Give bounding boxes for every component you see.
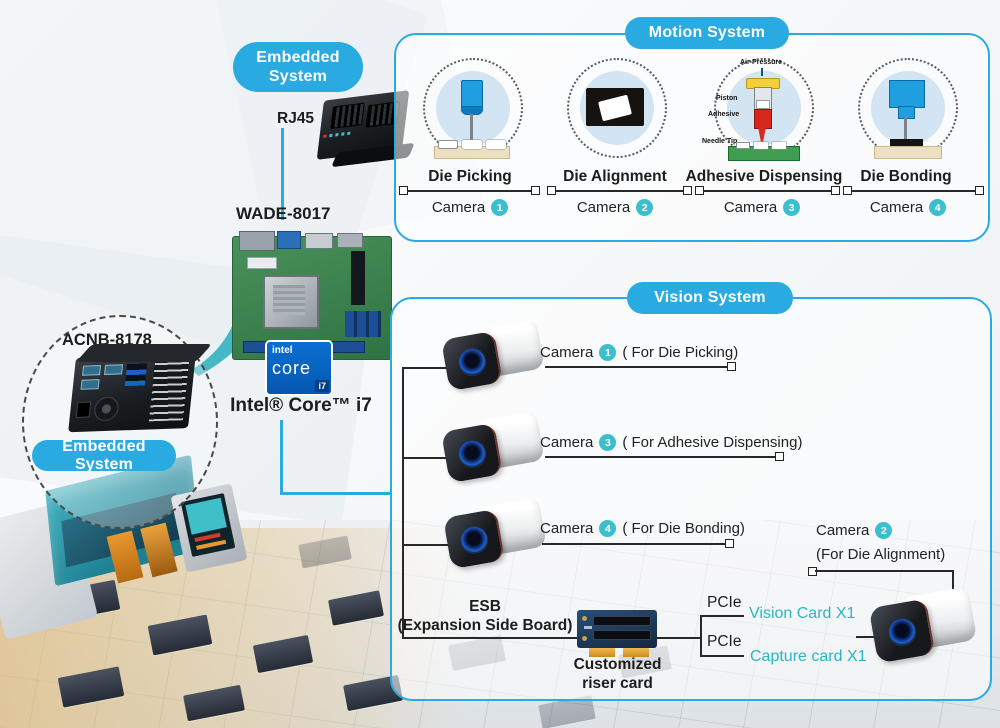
connector-cpu-vert xyxy=(280,420,283,494)
vision-camera-1 xyxy=(440,318,545,394)
camera4-line xyxy=(542,543,728,545)
vent-panel xyxy=(148,359,190,422)
fan xyxy=(93,396,120,422)
camera-number-badge: 2 xyxy=(875,522,893,539)
camera-number-badge: 4 xyxy=(929,199,947,216)
station-name: Adhesive Dispensing xyxy=(685,168,843,185)
camera1-line xyxy=(545,366,730,368)
bus-stub-cam1 xyxy=(402,367,450,369)
bus-stub-cam3 xyxy=(402,457,450,459)
camera1-label-row: Camera 1 ( For Die Picking) xyxy=(540,344,739,361)
esb-label-line1: ESB xyxy=(469,598,501,615)
station-name: Die Bonding xyxy=(860,168,952,185)
pcie-bottom-line xyxy=(700,655,744,657)
camera2-desc: (For Die Alignment) xyxy=(816,546,946,563)
station-line xyxy=(847,190,978,192)
pcie-bracket xyxy=(700,615,702,657)
camera-number-badge: 4 xyxy=(599,520,617,537)
db9-port xyxy=(82,365,102,376)
station-name: Die Picking xyxy=(428,168,512,185)
camera-lens xyxy=(885,615,919,649)
camera2-connect-line xyxy=(856,636,880,638)
esb-label-line2: (Expansion Side Board) xyxy=(397,617,573,634)
camera-number-badge: 3 xyxy=(783,199,801,216)
cpu-label: Intel® Core™ i7 xyxy=(230,395,372,416)
station-line xyxy=(699,190,834,192)
board-vga-port xyxy=(277,231,301,249)
db9-port xyxy=(104,364,124,375)
badge-core-text: core xyxy=(272,358,312,378)
board-port xyxy=(337,233,363,248)
vision-camera-4 xyxy=(442,496,547,572)
camera4-label-row: Camera 4 ( For Die Bonding) xyxy=(540,520,745,537)
camera3-label-row: Camera 3 ( For Adhesive Dispensing) xyxy=(540,434,803,451)
station-camera: Camera 3 xyxy=(692,199,832,216)
wade-8017-board xyxy=(232,231,392,360)
wade-board-label: WADE-8017 xyxy=(236,204,331,223)
vision-system-title-pill: Vision System xyxy=(627,282,793,314)
station-name: Die Alignment xyxy=(563,168,667,185)
board-sata xyxy=(345,311,381,337)
embedded-system-pill-bottom: Embedded System xyxy=(32,438,176,473)
capture-card-label: Capture card X1 xyxy=(750,648,867,665)
camera2-label-row: Camera 2 xyxy=(816,522,893,539)
pcie-bottom-label: PCIe xyxy=(707,633,742,650)
piston-label: Piston xyxy=(716,95,738,102)
board-com-port xyxy=(305,233,333,249)
camera-lens xyxy=(455,437,489,471)
usb-ports xyxy=(124,363,148,387)
camera-number-badge: 3 xyxy=(599,434,617,451)
pill-line2: System xyxy=(268,68,328,85)
device-leds xyxy=(323,134,327,138)
bus-stub-cam4 xyxy=(402,544,450,546)
air-pressure-label: Air-Pressure xyxy=(740,59,783,66)
vision-camera-2 xyxy=(868,586,978,668)
intel-core-i7-badge: intel core i7 xyxy=(267,342,331,394)
badge-i7-text: i7 xyxy=(315,380,329,392)
vision-card-label: Vision Card X1 xyxy=(749,605,856,622)
riser-label-line2: riser card xyxy=(582,675,653,692)
vision-camera-3 xyxy=(440,410,545,486)
camera-number-badge: 1 xyxy=(491,199,509,216)
vision-system-title: Vision System xyxy=(654,289,766,306)
station-camera: Camera 1 xyxy=(400,199,540,216)
board-lan-ports xyxy=(239,231,275,251)
camera2-line-v xyxy=(952,570,954,596)
pill-line1: Embedded xyxy=(256,48,340,66)
power-inlet xyxy=(75,401,92,418)
station-camera: Camera 2 xyxy=(545,199,685,216)
camera2-line-h xyxy=(815,570,954,572)
adhesive-label: Adhesive xyxy=(708,111,740,118)
camera-bus-line xyxy=(402,367,404,639)
embedded-system-pill-top: Embedded System xyxy=(233,42,363,92)
db9-port xyxy=(80,379,100,390)
camera-lens xyxy=(455,345,489,379)
riser-out-line xyxy=(657,637,702,639)
pcie-top-label: PCIe xyxy=(707,594,742,611)
camera3-line xyxy=(545,456,778,458)
camera-lens xyxy=(457,523,491,557)
cpu-socket xyxy=(263,275,319,329)
station-line xyxy=(403,190,534,192)
bus-to-riser-line xyxy=(402,637,577,639)
rj45-label: RJ45 xyxy=(277,110,315,127)
motion-system-title: Motion System xyxy=(648,24,766,41)
connector-cpu-horiz xyxy=(280,492,392,495)
riser-card xyxy=(577,610,657,657)
station-camera: Camera 4 xyxy=(838,199,978,216)
board-heatsink xyxy=(351,251,365,305)
needle-tip-label: Needle Tip xyxy=(702,138,738,145)
connector-rj45-to-board xyxy=(281,128,284,220)
riser-label-line1: Customized xyxy=(573,656,662,673)
pcie-top-line xyxy=(700,615,744,617)
camera-number-badge: 2 xyxy=(636,199,654,216)
badge-intel-text: intel xyxy=(272,345,293,356)
camera-number-badge: 1 xyxy=(599,344,617,361)
station-line xyxy=(551,190,686,192)
motion-system-title-pill: Motion System xyxy=(625,17,789,49)
